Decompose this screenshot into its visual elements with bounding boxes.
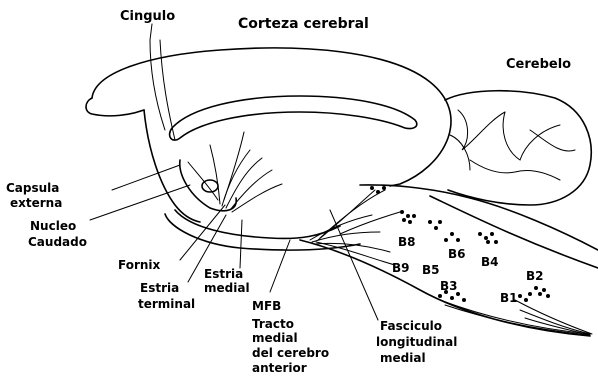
descending-fibers [440, 300, 592, 335]
label-cingulo: Cingulo [120, 9, 175, 24]
label-fornix: Fornix [118, 258, 161, 272]
label-tracto-1: Tracto [252, 317, 294, 331]
cerebellum-folia [450, 110, 575, 180]
label-b9: B9 [392, 261, 410, 275]
cingulum-fibers [150, 40, 175, 140]
cell-dots [370, 186, 550, 302]
label-b5: B5 [422, 263, 440, 277]
label-tracto-2: medial [252, 331, 298, 345]
label-b4: B4 [481, 255, 499, 269]
label-b1: B1 [500, 291, 518, 305]
label-mfb: MFB [252, 299, 281, 313]
brainstem-top [360, 185, 598, 250]
olfactory-bulb [86, 98, 144, 116]
label-tracto-3: del cerebro [252, 346, 329, 360]
septal-fibers [188, 132, 282, 212]
label-fasciculo-2: longitudinal [376, 335, 457, 349]
label-capsula-1: Capsula [6, 181, 59, 195]
label-estria-terminal-2: terminal [138, 297, 195, 311]
label-b6: B6 [448, 247, 466, 261]
label-b3: B3 [440, 279, 458, 293]
cerebrum-outline [92, 48, 451, 186]
label-cerebelo: Cerebelo [506, 57, 571, 72]
basal-forebrain [175, 210, 340, 239]
label-fasciculo-1: Fasciculo [380, 319, 442, 333]
label-nucleo-1: Nucleo [30, 219, 76, 233]
label-b8: B8 [398, 235, 416, 249]
label-estria-medial-1: Estria [204, 267, 243, 281]
label-b2: B2 [526, 269, 544, 283]
label-estria-medial-2: medial [204, 281, 250, 295]
label-tracto-4: anterior [252, 361, 307, 375]
label-capsula-2: externa [10, 196, 62, 210]
mfb-fibers [310, 190, 400, 265]
label-corteza-cerebral: Corteza cerebral [238, 16, 369, 32]
label-nucleo-2: Caudado [28, 235, 87, 249]
anterior-commissure [202, 180, 218, 192]
corpus-callosum [170, 96, 417, 140]
label-fasciculo-3: medial [380, 351, 426, 365]
ventral-outline [165, 214, 360, 250]
label-estria-terminal-1: Estria [140, 281, 179, 295]
cerebellum-outline [445, 91, 591, 205]
